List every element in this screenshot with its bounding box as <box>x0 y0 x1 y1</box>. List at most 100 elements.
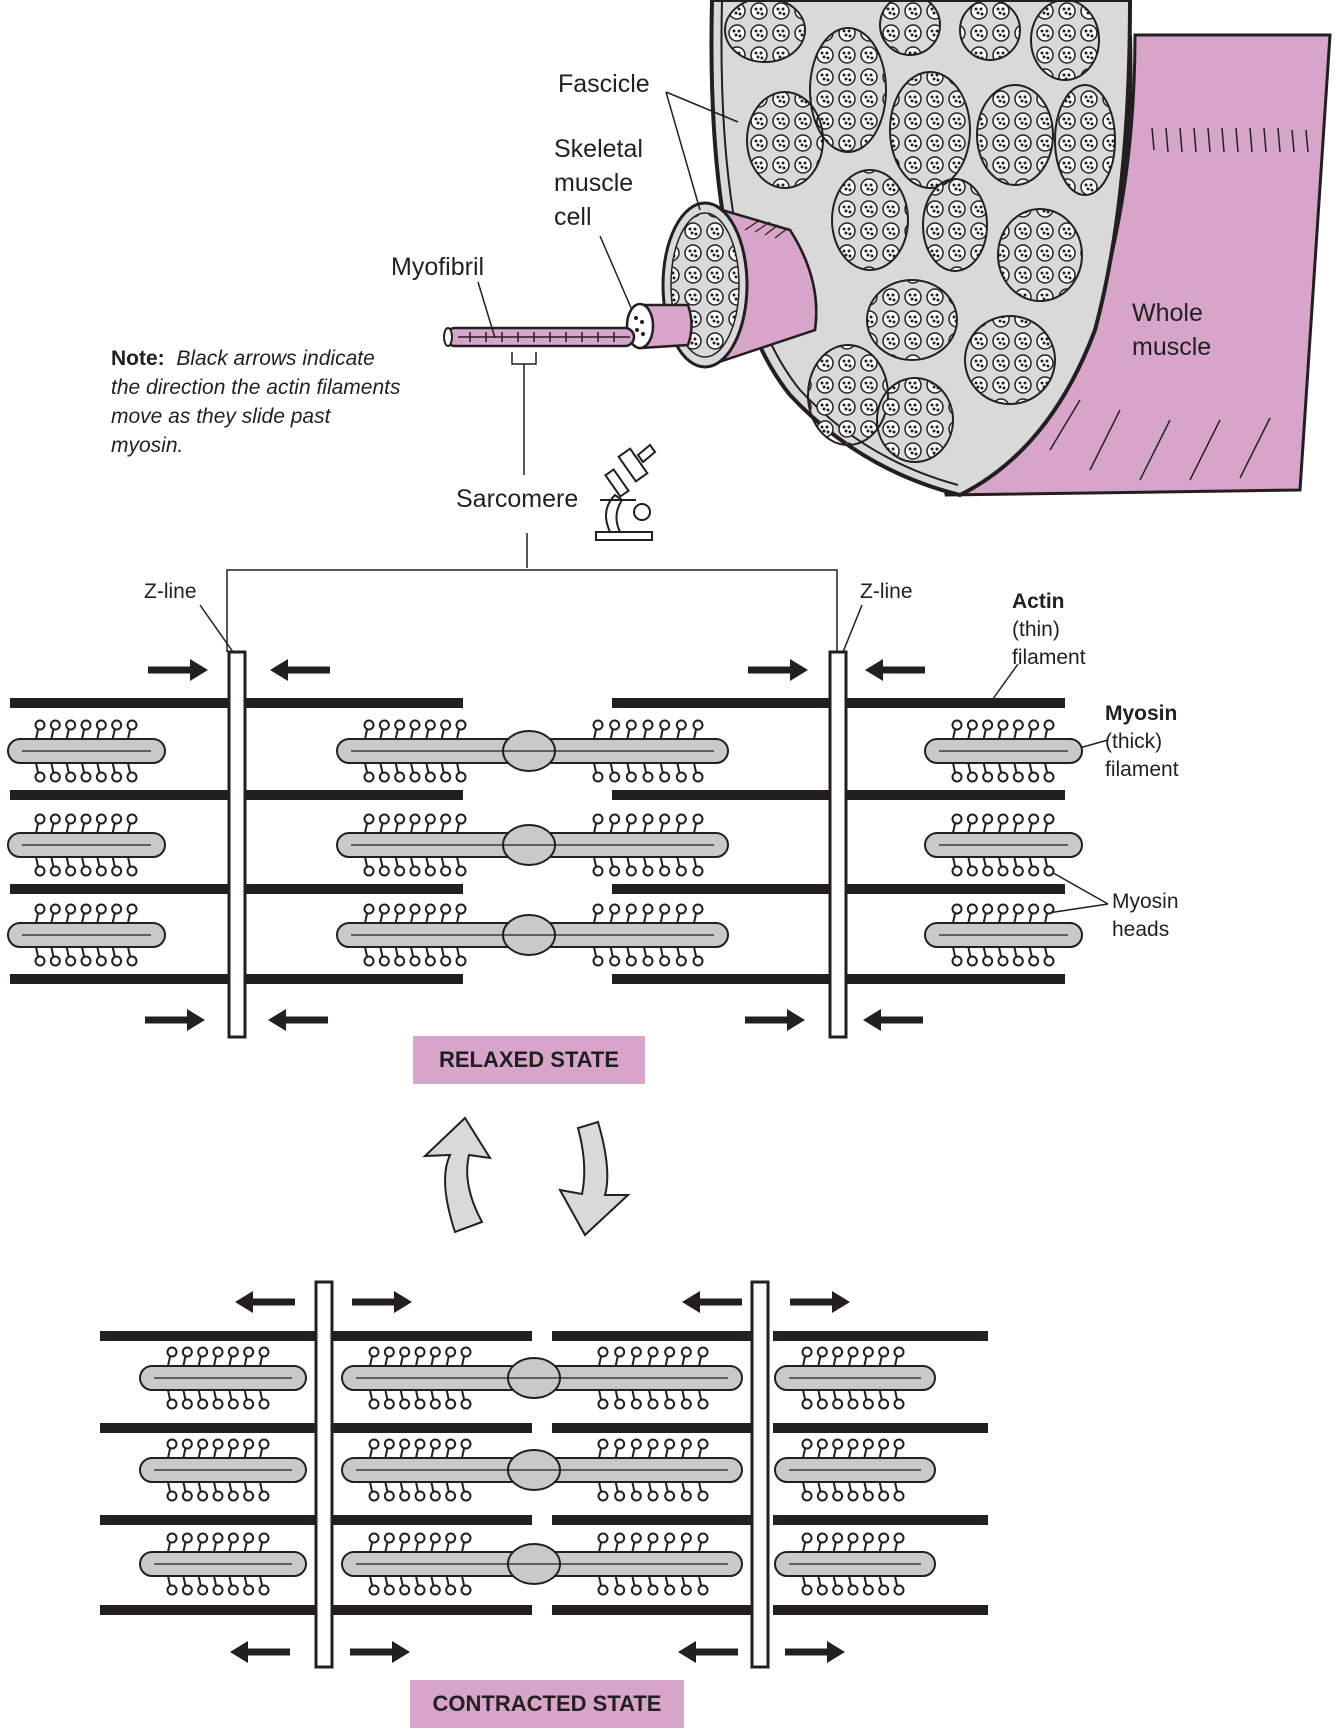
myosin-head <box>441 867 450 876</box>
myosin-head <box>968 957 977 966</box>
muscle-cell-cylinder <box>627 304 692 348</box>
myosin-head <box>370 1440 379 1449</box>
myosin-head <box>365 721 374 730</box>
myosin-head <box>699 1348 708 1357</box>
myosin-head <box>400 1492 409 1501</box>
myosin-head <box>1045 957 1054 966</box>
actin-filament <box>100 1515 316 1525</box>
myosin-head <box>1014 773 1023 782</box>
myosin-head <box>699 1400 708 1409</box>
myosin-head <box>599 1492 608 1501</box>
myosin-head <box>431 1348 440 1357</box>
myosin-head <box>803 1492 812 1501</box>
myosin-head <box>1014 957 1023 966</box>
myosin-head <box>112 957 121 966</box>
myosin-head <box>879 1400 888 1409</box>
myosin-head <box>260 1586 269 1595</box>
myosin-head <box>999 905 1008 914</box>
myosin-head <box>416 1348 425 1357</box>
myosin-head <box>51 773 60 782</box>
actin-filament <box>243 698 463 708</box>
myosin-head <box>66 773 75 782</box>
myosin-head <box>380 867 389 876</box>
myosin-head <box>462 1534 471 1543</box>
myosin-head <box>953 957 962 966</box>
skeletal-muscle-cell-line-2: muscle <box>554 166 643 200</box>
myosin-head <box>818 1586 827 1595</box>
myosin-head <box>411 721 420 730</box>
skeletal-muscle-cell-line-1: Skeletal <box>554 132 643 166</box>
myosin-head <box>198 1348 207 1357</box>
myosin-head <box>1029 867 1038 876</box>
myosin-head <box>833 1534 842 1543</box>
actin-filament <box>612 790 833 800</box>
curved-arrow-down-icon <box>560 1122 628 1235</box>
contracted-sarcomere <box>100 1282 988 1667</box>
myosin-head <box>983 773 992 782</box>
z-line <box>830 652 846 1037</box>
myosin-head <box>627 815 636 824</box>
myosin-head <box>594 815 603 824</box>
myosin-head <box>441 721 450 730</box>
actin-filament <box>773 1515 988 1525</box>
myosin-head <box>632 1534 641 1543</box>
myosin-head <box>82 867 91 876</box>
note-title: Note: <box>111 347 165 370</box>
myosin-head <box>365 957 374 966</box>
myosin-head <box>879 1348 888 1357</box>
myosin-head <box>879 1492 888 1501</box>
myosin-head <box>833 1400 842 1409</box>
myosin-head <box>632 1440 641 1449</box>
myosin-head <box>864 1348 873 1357</box>
direction-arrow-head <box>787 1009 805 1031</box>
myosin-head <box>441 815 450 824</box>
myosin-head <box>879 1440 888 1449</box>
myosin-head <box>462 1400 471 1409</box>
myosin-head <box>229 1534 238 1543</box>
myosin-head <box>968 721 977 730</box>
myosin-head <box>128 905 137 914</box>
myosin-head <box>462 1348 471 1357</box>
skeletal-muscle-cell-line-3: cell <box>554 200 643 234</box>
myosin-head <box>649 1400 658 1409</box>
myosin-head <box>599 1348 608 1357</box>
myosin-head <box>849 1492 858 1501</box>
myosin-head <box>385 1400 394 1409</box>
myosin-head <box>66 957 75 966</box>
myosin-head <box>677 721 686 730</box>
myosin-head <box>198 1586 207 1595</box>
myosin-head <box>462 1586 471 1595</box>
myosin-head <box>214 1586 223 1595</box>
actin-line-1: Actin <box>1012 588 1086 616</box>
myosin-head <box>833 1440 842 1449</box>
actin-filament <box>100 1605 316 1615</box>
myosin-head <box>649 1492 658 1501</box>
myosin-head <box>649 1440 658 1449</box>
myosin-head <box>416 1440 425 1449</box>
myosin-head <box>168 1400 177 1409</box>
myosin-head <box>446 1400 455 1409</box>
relaxed-state-badge: RELAXED STATE <box>413 1036 645 1084</box>
myosin-head <box>244 1400 253 1409</box>
myosin-head <box>1029 773 1038 782</box>
myosin-head <box>400 1586 409 1595</box>
myosin-head <box>446 1348 455 1357</box>
myosin-head <box>457 815 466 824</box>
actin-filament <box>552 1331 756 1341</box>
myosin-head <box>198 1534 207 1543</box>
myosin-head <box>36 815 45 824</box>
myosin-head <box>112 721 121 730</box>
myosin-head <box>168 1586 177 1595</box>
myosin-head <box>682 1534 691 1543</box>
myosin-head <box>66 721 75 730</box>
myosin-head <box>97 815 106 824</box>
myosin-head <box>999 773 1008 782</box>
myosin-head <box>385 1534 394 1543</box>
myosin-head <box>644 815 653 824</box>
curved-arrow-up-icon <box>425 1118 490 1232</box>
actin-filament <box>243 884 463 894</box>
myosin-head <box>400 1440 409 1449</box>
myosin-head <box>411 905 420 914</box>
actin-filament <box>243 790 463 800</box>
actin-line-3: filament <box>1012 644 1086 672</box>
